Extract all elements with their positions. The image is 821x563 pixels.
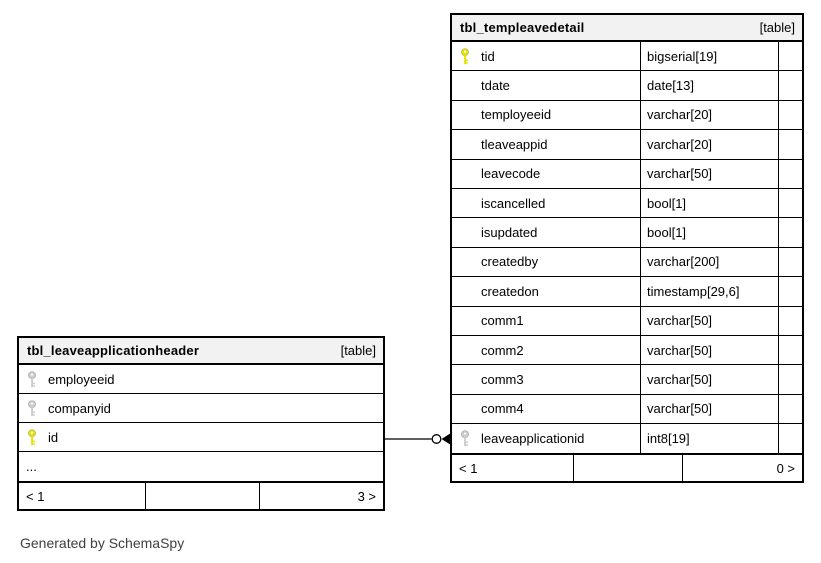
column-type: varchar[20]: [640, 130, 778, 159]
table-type-badge: [table]: [340, 343, 376, 358]
column-extra: [778, 159, 802, 188]
column-extra: [778, 130, 802, 159]
generated-by-credit: Generated by SchemaSpy: [20, 535, 185, 551]
table-header: tbl_templeavedetail [table]: [452, 15, 802, 42]
column-type: varchar[200]: [640, 247, 778, 277]
column-type: timestamp[29,6]: [640, 277, 778, 306]
column-name: tleaveappid: [481, 136, 548, 152]
pager-middle: [145, 483, 259, 509]
column-extra: [778, 71, 802, 100]
table-row: tleaveappid varchar[20]: [452, 130, 802, 160]
column-type: bool[1]: [640, 188, 778, 218]
table-row: comm2 varchar[50]: [452, 335, 802, 366]
table-row: comm3 varchar[50]: [452, 365, 802, 395]
table-row: temployeeid varchar[20]: [452, 100, 802, 131]
table-row: leaveapplicationid int8[19]: [452, 424, 802, 454]
column-extra: [778, 218, 802, 247]
column-name: comm4: [481, 401, 524, 417]
table-pager: < 1 3 >: [19, 481, 383, 509]
column-type: varchar[20]: [640, 100, 778, 130]
column-extra: [778, 306, 802, 335]
table-row: id: [19, 423, 383, 452]
table-row-more: ...: [19, 452, 383, 481]
more-columns-ellipsis: ...: [26, 459, 37, 474]
column-name: employeeid: [48, 371, 115, 387]
column-type: bool[1]: [640, 218, 778, 247]
table-row: tdate date[13]: [452, 71, 802, 101]
table-header: tbl_leaveapplicationheader [table]: [19, 338, 383, 365]
primary-key-icon: [27, 428, 38, 446]
column-extra: [778, 100, 802, 130]
column-name: comm3: [481, 371, 524, 387]
table-title-templeavedetail[interactable]: tbl_templeavedetail: [460, 20, 585, 35]
table-row: comm4 varchar[50]: [452, 394, 802, 425]
pager-middle: [573, 455, 682, 482]
column-type: varchar[50]: [640, 306, 778, 335]
column-extra: [778, 247, 802, 277]
relationship-connector: [385, 433, 450, 445]
table-row: leavecode varchar[50]: [452, 159, 802, 189]
column-name: leavecode: [481, 166, 541, 182]
table-pager: < 1 0 >: [452, 453, 802, 482]
table-row: createdby varchar[200]: [452, 247, 802, 278]
column-list: employeeid companyid id ...: [19, 365, 383, 481]
column-extra: [778, 365, 802, 394]
foreign-key-icon: [27, 399, 38, 417]
cardinality-circle-icon: [431, 434, 442, 444]
cardinality-arrow-icon: [441, 433, 450, 445]
primary-key-icon: [460, 47, 471, 65]
pager-next: 0 >: [682, 455, 802, 482]
table-row: iscancelled bool[1]: [452, 188, 802, 219]
column-type: varchar[50]: [640, 335, 778, 365]
table-row: tid bigserial[19]: [452, 42, 802, 72]
column-name: leaveapplicationid: [481, 431, 585, 447]
column-name: comm2: [481, 342, 524, 358]
column-list: tid bigserial[19] tdate date[13] temploy…: [452, 42, 802, 454]
table-row: companyid: [19, 394, 383, 423]
pager-prev: < 1: [26, 488, 45, 504]
column-name: createdon: [481, 283, 539, 299]
table-title-leaveapplicationheader[interactable]: tbl_leaveapplicationheader: [27, 343, 200, 358]
column-name: companyid: [48, 400, 111, 416]
column-name: tdate: [481, 78, 510, 94]
table-row: createdon timestamp[29,6]: [452, 277, 802, 307]
column-type: date[13]: [640, 71, 778, 100]
column-extra: [778, 277, 802, 306]
column-name: comm1: [481, 313, 524, 329]
column-type: varchar[50]: [640, 394, 778, 424]
column-name: createdby: [481, 254, 539, 270]
table-tbl-templeavedetail: tbl_templeavedetail [table] tid bigseria…: [450, 13, 804, 484]
column-type: varchar[50]: [640, 159, 778, 188]
column-name: tid: [481, 48, 495, 64]
table-type-badge: [table]: [759, 20, 795, 35]
column-name: iscancelled: [481, 195, 546, 211]
column-extra: [778, 42, 802, 71]
column-type: varchar[50]: [640, 365, 778, 394]
table-tbl-leaveapplicationheader: tbl_leaveapplicationheader [table] emplo…: [17, 336, 385, 511]
table-row: comm1 varchar[50]: [452, 306, 802, 336]
foreign-key-icon: [460, 430, 471, 447]
pager-next: 3 >: [259, 483, 383, 509]
column-extra: [778, 335, 802, 365]
foreign-key-icon: [27, 370, 38, 388]
column-extra: [778, 424, 802, 454]
column-type: bigserial[19]: [640, 42, 778, 71]
column-name: temployeeid: [481, 107, 552, 123]
column-name: id: [48, 429, 59, 445]
pager-prev: < 1: [459, 460, 478, 476]
column-type: int8[19]: [640, 424, 778, 454]
column-name: isupdated: [481, 225, 538, 241]
column-extra: [778, 188, 802, 218]
table-row: employeeid: [19, 365, 383, 394]
table-row: isupdated bool[1]: [452, 218, 802, 248]
column-extra: [778, 394, 802, 424]
